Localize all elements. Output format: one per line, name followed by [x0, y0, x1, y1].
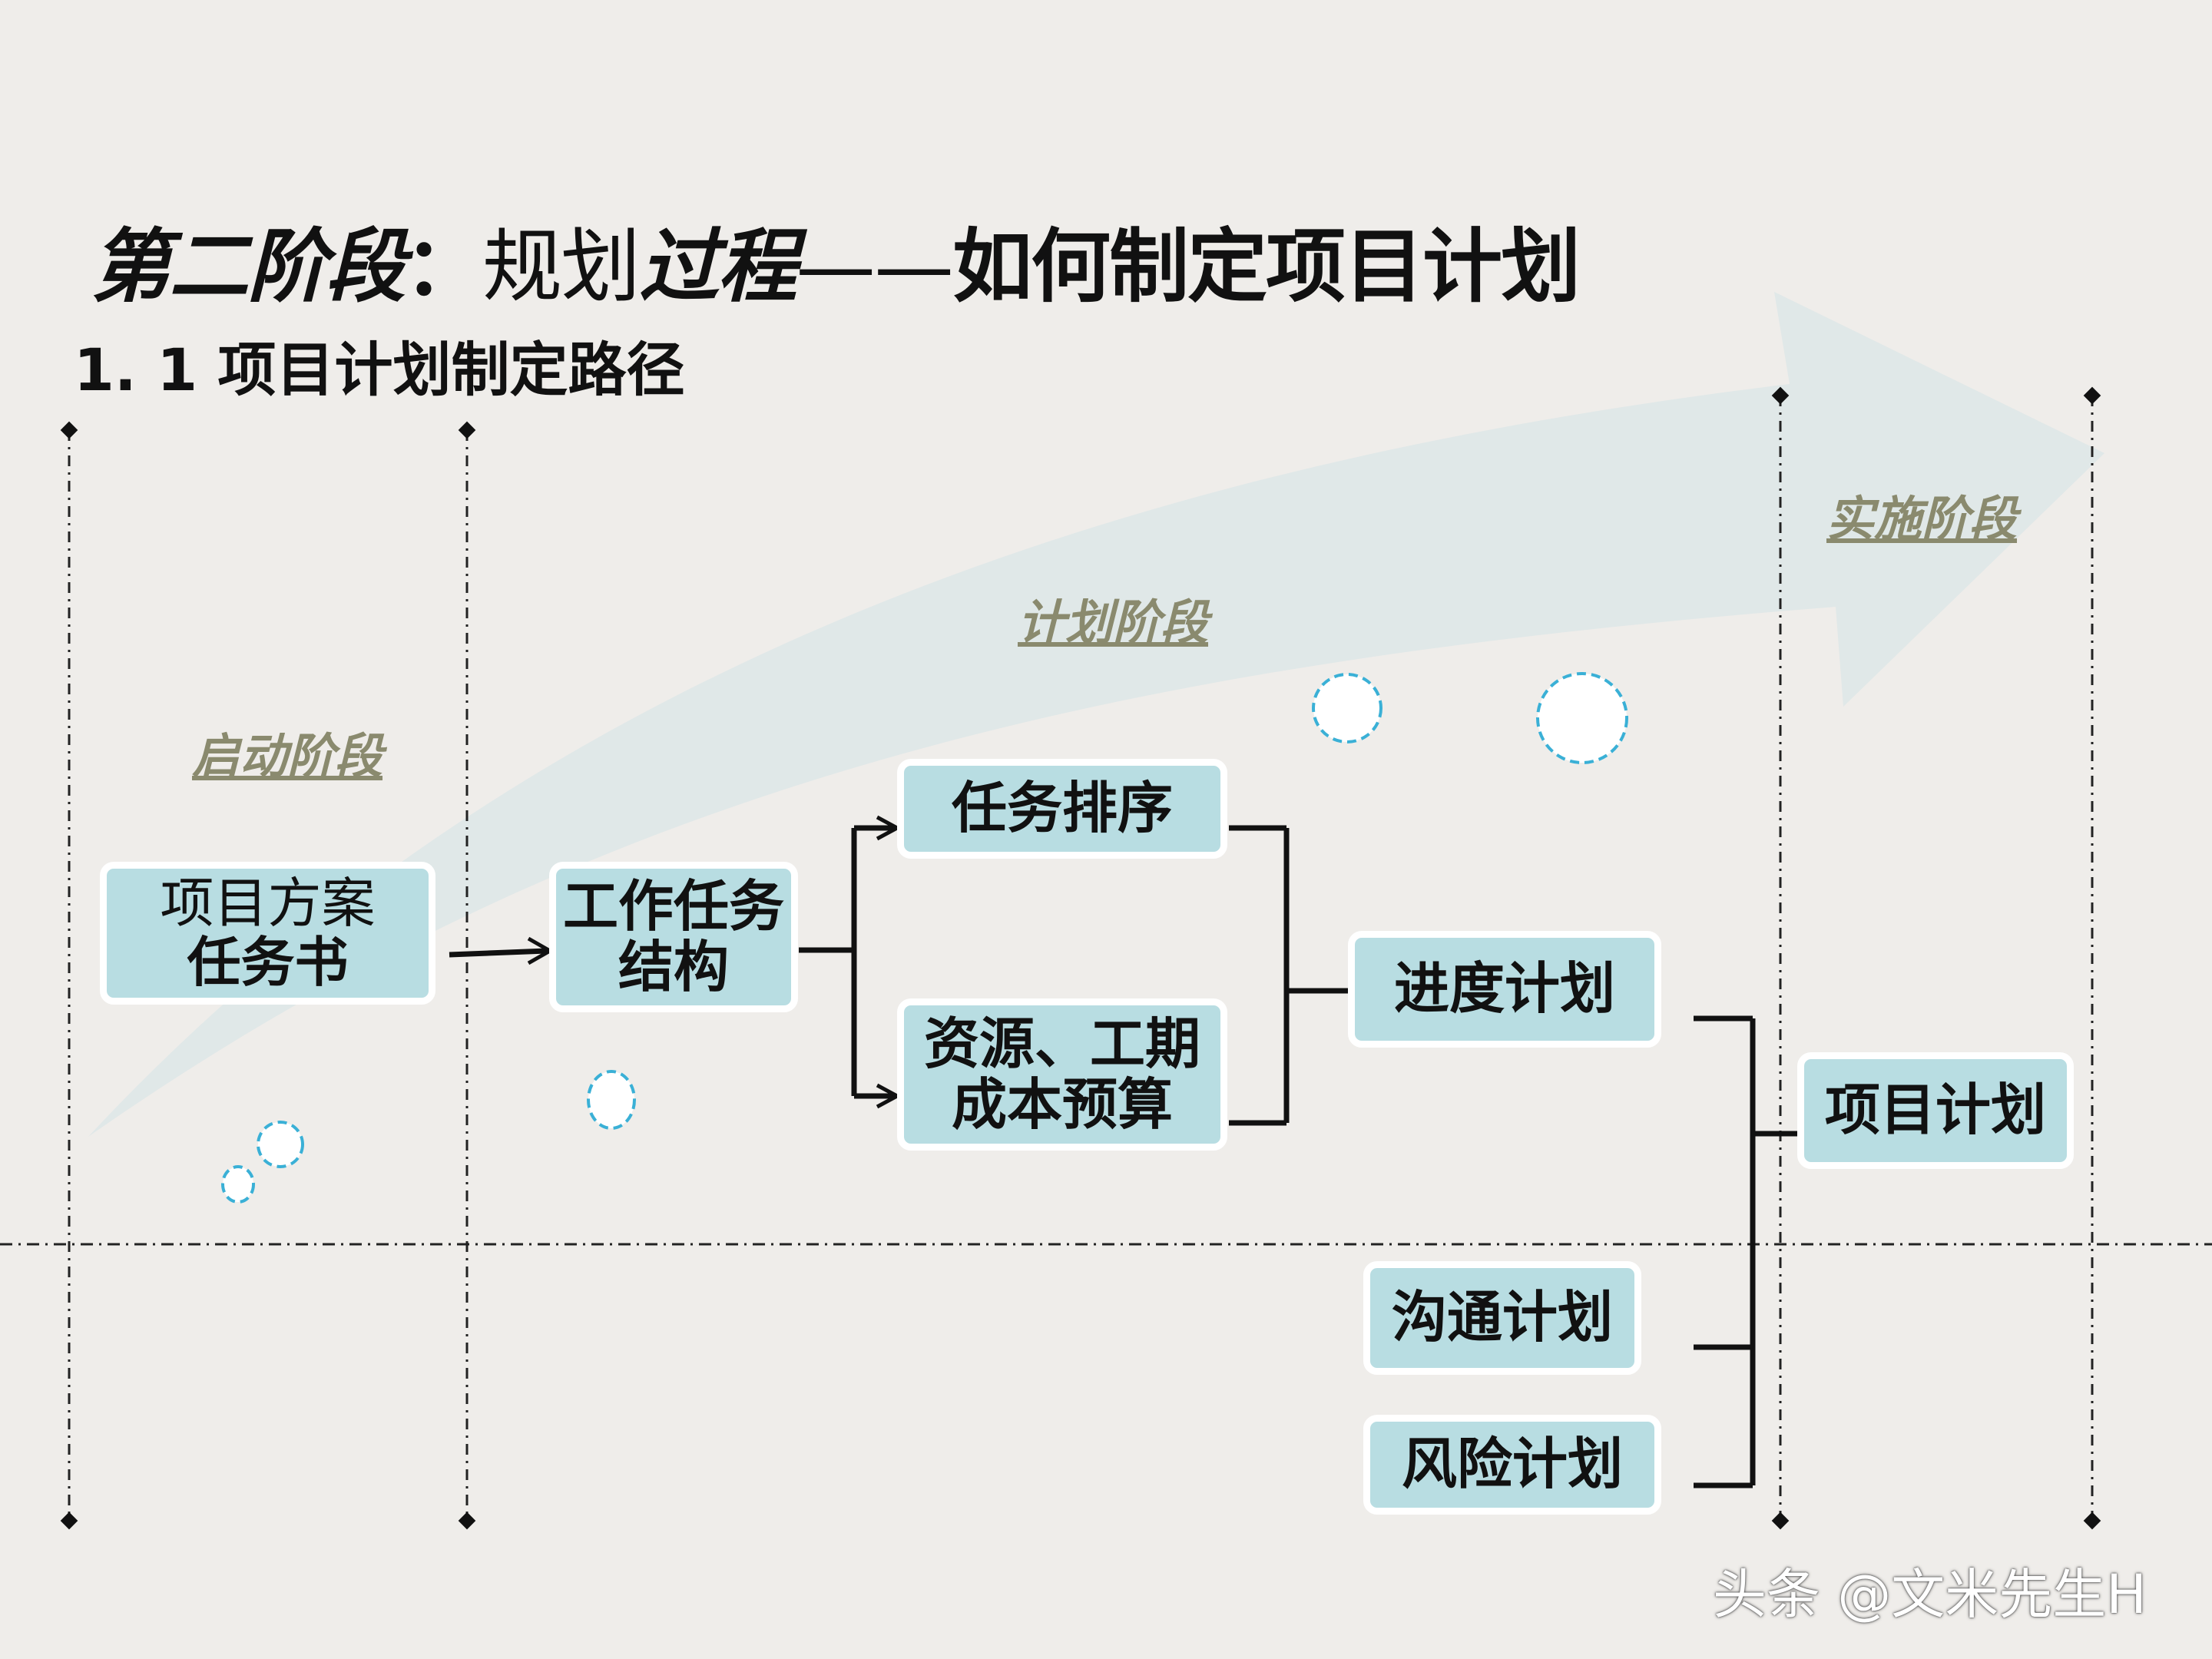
title-planning: 规划 — [482, 220, 641, 313]
box-risk-plan-line1: 风险计划 — [1401, 1432, 1623, 1497]
box-wbs-line2: 结构 — [618, 935, 729, 999]
progress-arrow-band — [88, 292, 2104, 1137]
title-process: 过程 — [639, 220, 797, 313]
box-schedule-plan-line1: 进度计划 — [1393, 956, 1615, 1022]
box-wbs[interactable]: 工作任务 结构 — [549, 862, 798, 1012]
box-project-proposal-line1: 项目方案 — [160, 872, 376, 935]
box-project-plan-line1: 项目计划 — [1824, 1078, 2046, 1143]
title-how: 如何制定项目计划 — [952, 220, 1581, 313]
phase-label-plan: 计划阶段 — [1018, 594, 1209, 651]
page-title: 第二阶段：规划过程——如何制定项目计划 — [91, 201, 1581, 317]
watermark: 头条 @文米先生H — [1713, 1563, 2147, 1626]
box-wbs-line1: 工作任务 — [562, 873, 784, 939]
divider-end-markers — [60, 386, 2101, 1530]
box-resources-budget-line1: 资源、工期 — [923, 1011, 1200, 1076]
phase-dividers — [68, 396, 2094, 1521]
box-project-proposal[interactable]: 项目方案 任务书 — [100, 862, 435, 1005]
box-schedule-plan[interactable]: 进度计划 — [1348, 931, 1661, 1048]
box-resources-budget-line2: 成本预算 — [951, 1072, 1173, 1137]
phase-label-implement: 实施阶段 — [1826, 491, 2018, 547]
box-task-sequencing[interactable]: 任务排序 — [897, 759, 1227, 859]
connectors — [449, 815, 1801, 1488]
title-colon: ： — [404, 220, 484, 313]
section-subtitle: 1. 1 项目计划制定路径 — [74, 336, 685, 404]
decorative-bubbles — [221, 672, 1628, 1204]
title-dash: —— — [796, 220, 954, 313]
title-stage: 第二阶段 — [91, 220, 406, 313]
box-communication-plan-line1: 沟通计划 — [1391, 1285, 1613, 1350]
box-risk-plan[interactable]: 风险计划 — [1363, 1415, 1661, 1515]
box-project-proposal-line2: 任务书 — [187, 931, 349, 994]
phase-label-start: 启动阶段 — [192, 728, 383, 784]
box-communication-plan[interactable]: 沟通计划 — [1363, 1261, 1641, 1375]
box-project-plan[interactable]: 项目计划 — [1797, 1052, 2074, 1169]
box-resources-budget[interactable]: 资源、工期 成本预算 — [897, 998, 1227, 1151]
box-task-sequencing-line1: 任务排序 — [951, 776, 1173, 841]
